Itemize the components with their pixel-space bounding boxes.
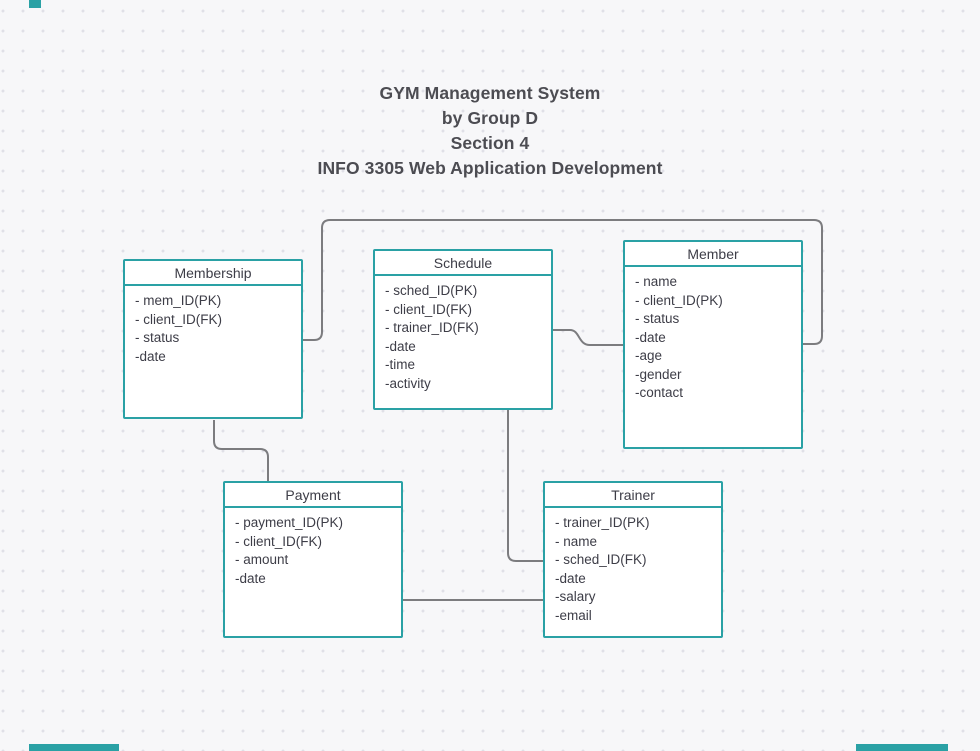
entity-field: -salary — [555, 589, 596, 604]
entity-trainer-header: Trainer — [545, 483, 721, 508]
entity-field: -activity — [385, 375, 431, 391]
entity-field: - client_ID(PK) — [635, 292, 723, 308]
entity-member-header: Member — [625, 242, 801, 267]
entity-field: - trainer_ID(FK) — [385, 320, 479, 335]
connector-schedule-member[interactable] — [553, 329, 623, 346]
diagram-title[interactable]: GYM Management System by Group D Section… — [0, 81, 980, 181]
title-line-1: GYM Management System — [379, 83, 601, 103]
entity-field: - name — [635, 274, 678, 289]
entity-trainer[interactable]: Trainer - trainer_ID(PK) - name - sched_ID… — [543, 481, 723, 638]
entity-membership-fields: - mem_ID(PK) - client_ID(FK) - status -date — [125, 286, 301, 366]
entity-field: - name — [555, 533, 598, 549]
title-line-4: INFO 3305 Web Application Development — [317, 158, 663, 178]
entity-field: -time — [385, 357, 415, 372]
connector-membership-payment[interactable] — [213, 420, 269, 481]
entity-member-fields: - name - client_ID(PK) - status -date -age -g… — [625, 267, 801, 403]
entity-payment-fields: - payment_ID(PK) - client_ID(FK) - amount -… — [225, 508, 401, 588]
entity-field: - sched_ID(FK) — [555, 552, 647, 567]
entity-field: - sched_ID(PK) — [385, 283, 478, 298]
title-line-2: by Group D — [441, 108, 539, 128]
entity-schedule[interactable]: Schedule - sched_ID(PK)- client_ID(FK)- … — [373, 249, 553, 410]
connector-schedule-trainer[interactable] — [507, 410, 543, 562]
entity-field: - trainer_ID(PK) — [555, 515, 650, 530]
entity-field: -email — [555, 607, 592, 623]
entity-field: - client_ID(FK) — [235, 533, 323, 549]
entity-payment[interactable]: Payment - payment_ID(PK)- client_ID(FK)-… — [223, 481, 403, 638]
title-line-3: Section 4 — [450, 133, 530, 153]
entity-member[interactable]: Member - name - client_ID(PK) - status -dat… — [623, 240, 803, 449]
clipped-shape-bottom-left[interactable] — [29, 744, 119, 751]
entity-field: -age — [635, 348, 663, 363]
entity-membership[interactable]: Membership - mem_ID(PK)- client_ID(FK)- … — [123, 259, 303, 419]
entity-payment-header: Payment — [225, 483, 401, 508]
entity-membership-header: Membership — [125, 261, 301, 286]
entity-field: -gender — [635, 366, 682, 382]
entity-field: - amount — [235, 552, 289, 567]
entity-field: - client_ID(FK) — [385, 301, 473, 317]
entity-schedule-header: Schedule — [375, 251, 551, 276]
entity-field: -contact — [635, 385, 684, 400]
entity-field: -date — [635, 329, 666, 345]
entity-field: - status — [135, 330, 180, 345]
entity-schedule-fields: - sched_ID(PK) - client_ID(FK) - trainer_I… — [375, 276, 551, 393]
clipped-shape-top-left[interactable] — [29, 0, 41, 8]
entity-field: - client_ID(FK) — [135, 311, 223, 327]
entity-field: - payment_ID(PK) — [235, 515, 344, 530]
entity-trainer-fields: - trainer_ID(PK) - name - sched_ID(FK) -dat… — [545, 508, 721, 625]
entity-field: -date — [135, 348, 166, 364]
clipped-shape-bottom-right[interactable] — [856, 744, 948, 751]
entity-field: -date — [235, 570, 266, 586]
entity-field: -date — [385, 338, 416, 354]
entity-field: -date — [555, 570, 586, 586]
entity-field: - mem_ID(PK) — [135, 293, 222, 308]
entity-field: - status — [635, 311, 680, 326]
